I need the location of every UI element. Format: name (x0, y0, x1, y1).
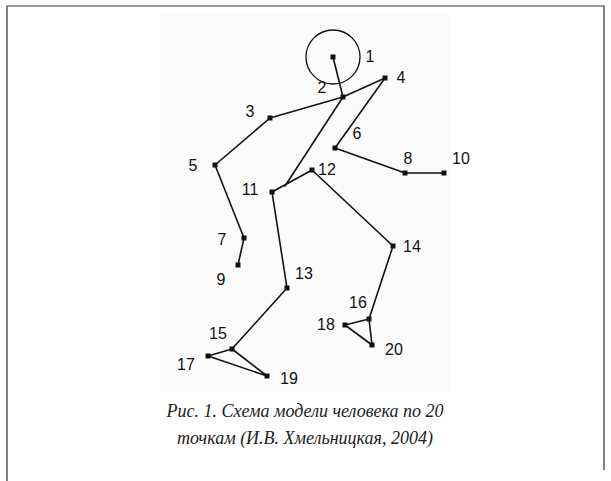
joint-point (370, 343, 375, 348)
callout-number: 10 (452, 151, 470, 167)
foot-line (345, 319, 372, 345)
callout-number: 7 (218, 232, 227, 248)
joint-point (403, 171, 408, 176)
callout-number: 9 (217, 272, 226, 288)
callout-number: 15 (209, 326, 227, 342)
joint-point (270, 190, 275, 195)
callout-number: 5 (189, 158, 198, 174)
joint-point (391, 244, 396, 249)
joint-point (333, 146, 338, 151)
image-ground (160, 14, 450, 392)
callout-number: 3 (246, 104, 255, 120)
figure-caption: Рис. 1. Схема модели человека по 20 точк… (135, 398, 475, 452)
joint-point (230, 347, 235, 352)
leg-line (232, 192, 287, 349)
joint-point (383, 76, 388, 81)
head-circle (306, 30, 360, 84)
joint-point (367, 317, 372, 322)
callout-number: 6 (353, 126, 362, 142)
foot-line (208, 349, 267, 376)
callout-number: 2 (318, 80, 327, 96)
callout-number: 18 (317, 317, 335, 333)
joint-point (242, 236, 247, 241)
callout-number: 12 (318, 162, 336, 178)
arm-line (215, 97, 343, 238)
callout-number: 17 (177, 357, 195, 373)
joint-point (341, 95, 346, 100)
joint-point (268, 116, 273, 121)
callout-number: 8 (404, 151, 413, 167)
joint-point (331, 55, 336, 60)
callout-number: 11 (242, 182, 259, 198)
callout-number: 4 (397, 70, 406, 86)
joint-point (265, 374, 270, 379)
hand-line (238, 238, 244, 265)
arm-line (335, 78, 444, 173)
joint-point (310, 168, 315, 173)
joint-point (236, 263, 241, 268)
joint-point (206, 354, 211, 359)
joint-point (442, 171, 447, 176)
neck-line (333, 57, 343, 97)
pelvis-line (272, 170, 312, 192)
callout-number: 19 (280, 371, 298, 387)
callout-number: 16 (349, 295, 367, 311)
joint-point (213, 163, 218, 168)
frame-border (7, 6, 604, 481)
callout-number: 13 (295, 266, 313, 282)
joint-point (343, 323, 348, 328)
joint-point (285, 286, 290, 291)
callout-number: 1 (366, 49, 375, 65)
leg-line (312, 170, 393, 319)
callout-number: 14 (403, 239, 421, 255)
callout-number: 20 (385, 342, 403, 358)
